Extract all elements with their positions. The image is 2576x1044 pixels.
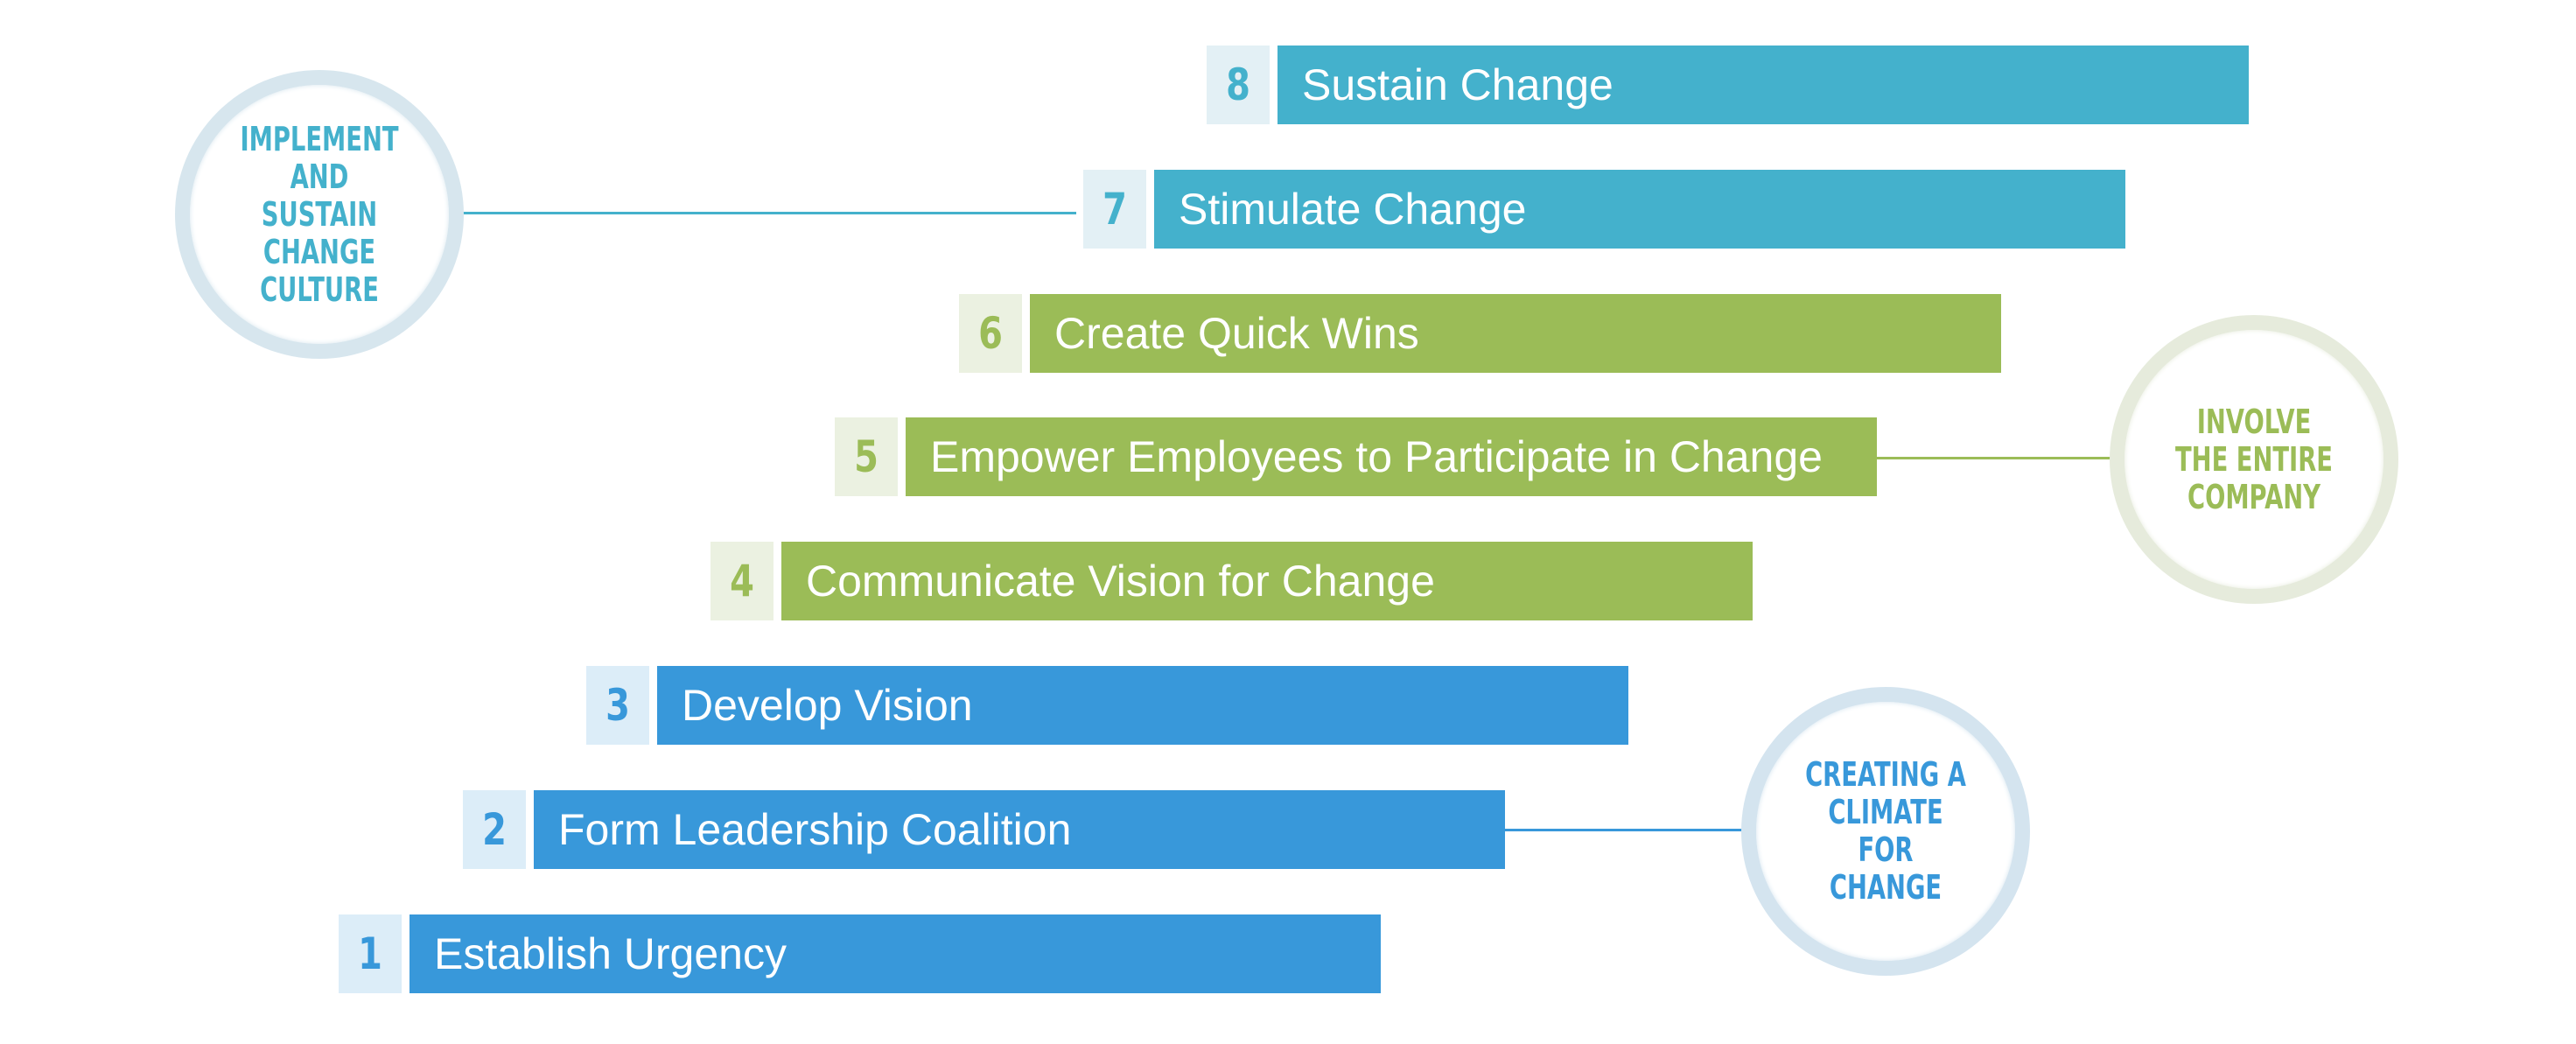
step-number: 7 <box>1083 170 1146 249</box>
step-number: 2 <box>463 790 526 869</box>
step-label: Stimulate Change <box>1154 170 2125 249</box>
step-number: 4 <box>710 542 774 620</box>
bubble-implement: IMPLEMENT AND SUSTAIN CHANGE CULTURE <box>175 70 464 359</box>
step-8: 8 Sustain Change <box>1199 46 2249 124</box>
step-label: Sustain Change <box>1278 46 2249 124</box>
bubble-inner: CREATING A CLIMATE FOR CHANGE <box>1756 702 2015 961</box>
step-number: 8 <box>1207 46 1270 124</box>
step-1: 1 Establish Urgency <box>331 914 1381 993</box>
step-5: 5 Empower Employees to Participate in Ch… <box>827 417 1877 496</box>
bubble-inner: INVOLVE THE ENTIRE COMPANY <box>2124 330 2384 589</box>
connector-implement <box>446 212 1076 214</box>
step-number: 1 <box>339 914 402 993</box>
bubble-climate: CREATING A CLIMATE FOR CHANGE <box>1741 687 2030 976</box>
step-number: 3 <box>586 666 649 745</box>
bubble-involve-text: INVOLVE THE ENTIRE COMPANY <box>2175 402 2333 516</box>
connector-climate <box>1505 829 1759 831</box>
step-6: 6 Create Quick Wins <box>951 294 2001 373</box>
bubble-climate-text: CREATING A CLIMATE FOR CHANGE <box>1805 755 1966 907</box>
bubble-involve: INVOLVE THE ENTIRE COMPANY <box>2110 315 2398 604</box>
step-4: 4 Communicate Vision for Change <box>703 542 1753 620</box>
step-label: Establish Urgency <box>410 914 1381 993</box>
bubble-inner: IMPLEMENT AND SUSTAIN CHANGE CULTURE <box>190 85 449 344</box>
step-label: Form Leadership Coalition <box>534 790 1505 869</box>
step-3: 3 Develop Vision <box>578 666 1628 745</box>
connector-involve <box>1872 457 2126 459</box>
step-label: Create Quick Wins <box>1030 294 2001 373</box>
step-label: Communicate Vision for Change <box>781 542 1753 620</box>
step-7: 7 Stimulate Change <box>1075 170 2125 249</box>
bubble-implement-text: IMPLEMENT AND SUSTAIN CHANGE CULTURE <box>240 119 399 309</box>
step-number: 5 <box>835 417 898 496</box>
step-number: 6 <box>959 294 1022 373</box>
step-label: Empower Employees to Participate in Chan… <box>906 417 1877 496</box>
step-label: Develop Vision <box>657 666 1628 745</box>
step-2: 2 Form Leadership Coalition <box>455 790 1505 869</box>
